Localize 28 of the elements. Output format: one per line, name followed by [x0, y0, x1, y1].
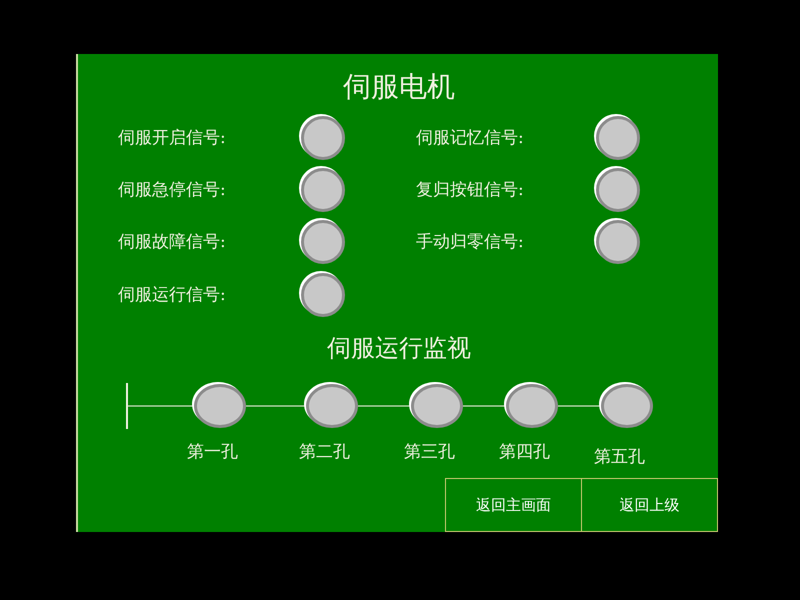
- signal-label: 伺服开启信号:: [118, 127, 226, 149]
- indicator-lamp: [301, 168, 345, 212]
- nav-button: 返回上级: [581, 478, 718, 532]
- signal-label: 伺服运行信号:: [118, 284, 226, 306]
- signal-label: 手动归零信号:: [416, 231, 524, 253]
- signal-label: 伺服故障信号:: [118, 231, 226, 253]
- indicator-lamp: [301, 116, 345, 160]
- indicator-lamp: [194, 384, 246, 428]
- indicator-lamp: [506, 384, 558, 428]
- signal-label: 第一孔: [187, 441, 238, 463]
- signal-label: 第二孔: [299, 441, 350, 463]
- signal-label: 第四孔: [499, 441, 550, 463]
- signal-label: 复归按钮信号:: [416, 179, 524, 201]
- signal-label: 伺服记忆信号:: [416, 127, 524, 149]
- title: 伺服电机: [342, 69, 456, 105]
- indicator-lamp: [306, 384, 358, 428]
- nav-button: 返回主画面: [445, 478, 582, 532]
- signal-label: 第五孔: [594, 446, 645, 468]
- indicator-lamp: [596, 220, 640, 264]
- signal-label: 第三孔: [404, 441, 455, 463]
- indicator-lamp: [301, 220, 345, 264]
- section-heading: 伺服运行监视: [326, 333, 472, 364]
- indicator-lamp: [596, 168, 640, 212]
- indicator-lamp: [411, 384, 463, 428]
- indicator-lamp: [596, 116, 640, 160]
- signal-label: 伺服急停信号:: [118, 179, 226, 201]
- indicator-lamp: [301, 273, 345, 317]
- indicator-lamp: [601, 384, 653, 428]
